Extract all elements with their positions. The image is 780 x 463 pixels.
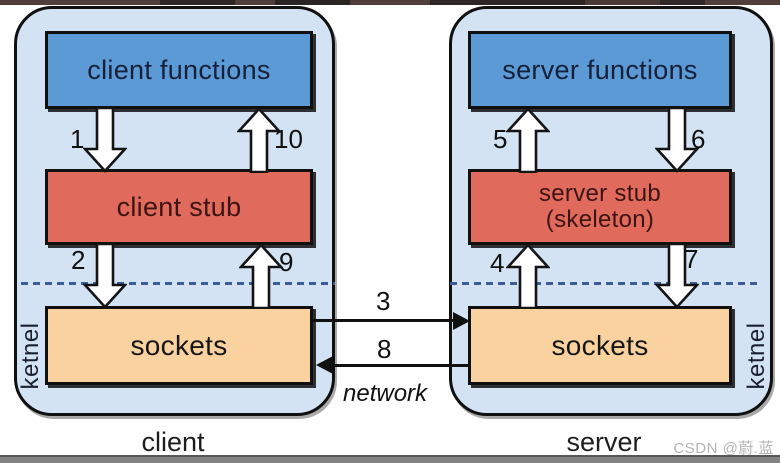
server-caption: server bbox=[566, 427, 642, 457]
client-kernel-side-label: ketnel bbox=[17, 322, 44, 390]
arrow-5-up-icon bbox=[506, 107, 550, 173]
arrow-3-line bbox=[313, 319, 455, 322]
step-label-10: 10 bbox=[274, 124, 303, 154]
server-stub-label-line2: (skeleton) bbox=[545, 206, 655, 233]
client-sockets-box: sockets bbox=[45, 306, 313, 385]
bottom-cutoff-bar bbox=[0, 455, 780, 463]
arrow-9-up-icon bbox=[239, 243, 283, 309]
step-label-9: 9 bbox=[279, 247, 294, 277]
step-label-7: 7 bbox=[684, 244, 699, 274]
server-kernel-boundary-dashed-line bbox=[450, 282, 760, 285]
arrow-8-line bbox=[331, 364, 469, 367]
csdn-watermark: CSDN @蔚.蓝 bbox=[673, 440, 774, 457]
step-label-3: 3 bbox=[376, 286, 391, 316]
server-kernel-side-label: ketnel bbox=[743, 322, 770, 390]
arrow-6-down-icon bbox=[655, 107, 699, 173]
step-label-4: 4 bbox=[490, 248, 505, 278]
network-label: network bbox=[343, 380, 428, 407]
arrow-8-left-arrowhead-icon bbox=[316, 356, 333, 374]
arrow-10-up-icon bbox=[237, 107, 281, 173]
top-cutoff-strip bbox=[0, 0, 780, 5]
client-kernel-boundary-dashed-line bbox=[21, 282, 335, 285]
arrow-7-down-icon bbox=[655, 243, 699, 309]
step-label-6: 6 bbox=[691, 124, 706, 154]
arrow-2-down-icon bbox=[83, 243, 127, 309]
server-functions-box: server functions bbox=[468, 31, 732, 109]
server-stub-label-line1: server stub bbox=[538, 180, 661, 207]
arrow-3-right-arrowhead-icon bbox=[453, 312, 470, 330]
client-stub-box: client stub bbox=[45, 169, 313, 245]
server-sockets-label: sockets bbox=[551, 329, 649, 361]
client-caption: client bbox=[141, 427, 205, 457]
client-functions-box: client functions bbox=[45, 31, 313, 109]
arrow-4-up-icon bbox=[506, 243, 550, 309]
server-stub-box: server stub (skeleton) bbox=[468, 169, 732, 245]
step-label-5: 5 bbox=[493, 124, 508, 154]
client-stub-label: client stub bbox=[116, 191, 242, 222]
step-label-1: 1 bbox=[70, 124, 85, 154]
step-label-2: 2 bbox=[71, 245, 86, 275]
client-functions-label: client functions bbox=[87, 54, 271, 85]
arrow-1-down-icon bbox=[83, 107, 127, 173]
server-sockets-box: sockets bbox=[468, 306, 732, 385]
step-label-8: 8 bbox=[377, 334, 392, 364]
server-functions-label: server functions bbox=[502, 54, 698, 85]
client-sockets-label: sockets bbox=[130, 329, 228, 361]
